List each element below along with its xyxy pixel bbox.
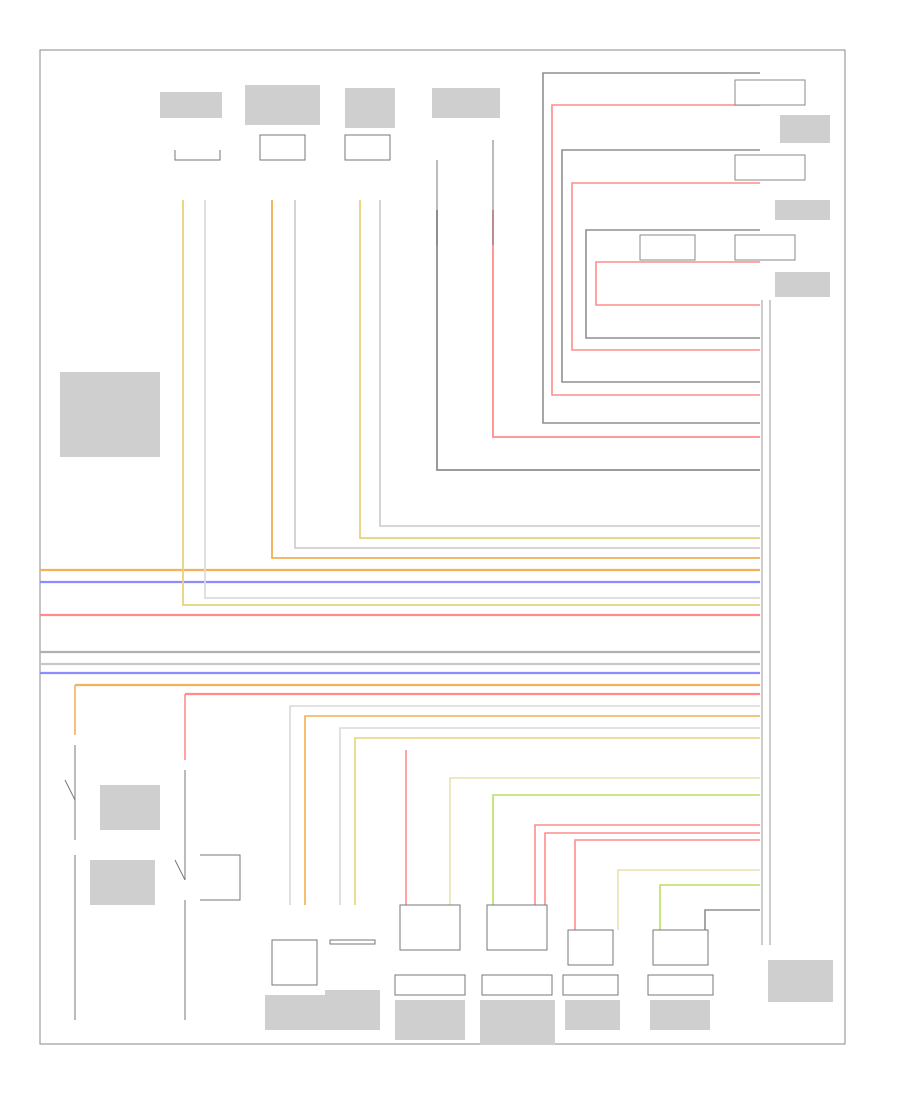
- bottom-sensor-6-base: [647, 974, 714, 996]
- wire-right-red-3: [595, 261, 760, 306]
- wire-right-red-1: [551, 104, 760, 396]
- wire-bottom4-green: [492, 794, 760, 905]
- bottom-sensor-3: [399, 904, 461, 951]
- label-block-right-2: [775, 200, 830, 220]
- label-block-bottom-3: [395, 1000, 465, 1040]
- wire-sensor3-gray: [379, 200, 760, 527]
- wire-right-gray-1: [542, 72, 760, 424]
- bottom-sensor-5-base: [562, 974, 619, 996]
- wire-bottom1-orange: [304, 715, 760, 905]
- wire-sensor3-yellow: [359, 200, 760, 539]
- bottom-wires: [74, 685, 760, 930]
- bottom-sensors: [271, 904, 714, 996]
- sensor-1-connector: [174, 150, 221, 161]
- right-switch-3a: [639, 234, 696, 261]
- label-placeholders: [60, 85, 833, 1045]
- right-nested-wires: [542, 72, 760, 424]
- wire-bottom2-yellow: [354, 737, 760, 905]
- label-block-sensor-3: [345, 88, 395, 128]
- bottom-sensor-3-base: [394, 974, 466, 996]
- wire-sensor4-red: [492, 210, 760, 438]
- label-block-sw-left-2: [90, 860, 155, 905]
- bottom-sensor-1: [271, 939, 318, 986]
- right-switch-boxes: [639, 79, 806, 261]
- switch-left-1-blade: [64, 779, 76, 801]
- wire-bottom6-gray: [704, 909, 760, 930]
- right-switch-1: [734, 79, 806, 106]
- label-block-module: [768, 960, 833, 1002]
- switch-right-1-box: [200, 854, 241, 901]
- wire-bottom4-red: [534, 824, 760, 905]
- wire-bottom5-yellow: [617, 869, 760, 930]
- diagram-frame: [39, 49, 846, 1045]
- switch-right-1-blade: [174, 859, 186, 881]
- label-block-bottom-6: [650, 1000, 710, 1030]
- sensor-2-box: [259, 134, 306, 161]
- label-block-right-1: [780, 115, 830, 143]
- label-block-bottom-5: [565, 1000, 620, 1030]
- wire-right-gray-3: [585, 229, 760, 339]
- label-block-bottom-2: [325, 990, 380, 1030]
- wire-bottom3-yellow: [449, 777, 760, 905]
- wire-bottom6-green: [659, 884, 760, 930]
- wire-sensor2-orange: [271, 200, 760, 559]
- bottom-sensor-4-base: [481, 974, 553, 996]
- top-sensors: [174, 134, 494, 245]
- right-switch-2: [734, 154, 806, 181]
- wire-bottom5-red: [574, 839, 760, 930]
- bottom-sensor-2: [329, 939, 376, 945]
- wire-sensor1-orange: [182, 200, 760, 606]
- bottom-sensor-4: [486, 904, 548, 951]
- bottom-sensor-6: [652, 929, 709, 966]
- label-block-bottom-4: [480, 1000, 555, 1045]
- wire-sensor2-gray: [294, 200, 760, 549]
- wire-bottom4-red-2: [544, 832, 760, 905]
- wire-sensor4-gray: [436, 210, 760, 471]
- wire-bottom1-gray: [289, 705, 760, 905]
- wire-right-red-2: [571, 182, 760, 351]
- top-risers: [182, 200, 760, 606]
- bus-wires: [40, 568, 760, 696]
- label-block-right-3: [775, 272, 830, 297]
- wire-bottom2-gray: [339, 727, 760, 905]
- label-block-left-note: [60, 372, 160, 457]
- module-connector: [761, 300, 771, 945]
- label-block-sw-left: [100, 785, 160, 830]
- right-switch-3b: [734, 234, 796, 261]
- label-block-bottom-1: [265, 995, 325, 1030]
- wire-right-gray-2: [561, 149, 760, 383]
- bottom-sensor-5: [567, 929, 614, 966]
- label-block-sensor-4: [432, 88, 500, 118]
- label-block-sensor-1: [160, 92, 222, 118]
- wire-sensor1-gray: [204, 200, 760, 599]
- label-block-sensor-2: [245, 85, 320, 125]
- sensor-3-box: [344, 134, 391, 161]
- bottom-switches: [64, 745, 241, 1020]
